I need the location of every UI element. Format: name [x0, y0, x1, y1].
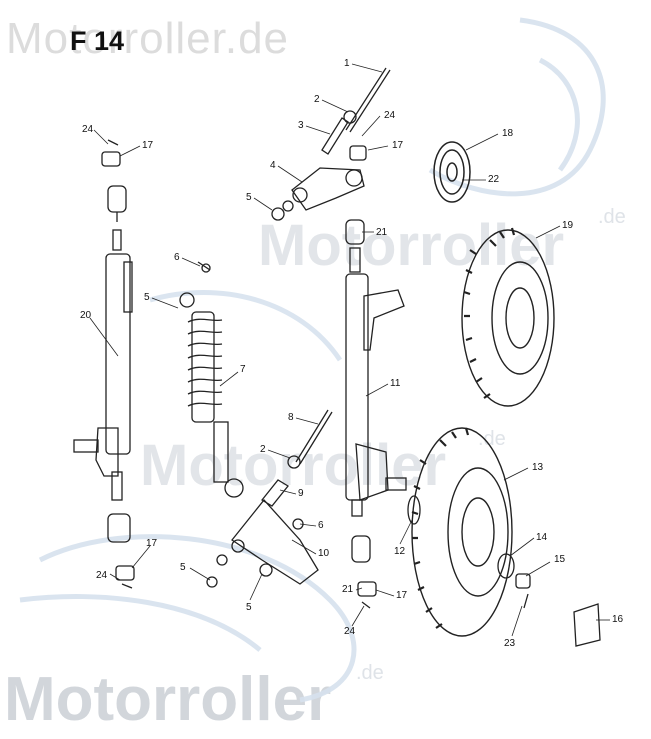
small-hardware: [101, 139, 601, 647]
callout-19: 19: [562, 220, 574, 231]
callout-13: 13: [532, 462, 544, 473]
brake-drum-part-18: [433, 141, 471, 203]
callout-6: 6: [174, 252, 180, 263]
callout-6: 6: [318, 520, 324, 531]
callout-labels: 1 2 3 24 17 18 22 4 24 17 5 21 19 6 5 20…: [80, 58, 624, 649]
callout-5: 5: [180, 562, 186, 573]
leader-lines: [89, 63, 610, 637]
callout-23: 23: [504, 638, 516, 649]
watermark-domain-2: .de: [478, 428, 506, 450]
callout-7: 7: [240, 364, 246, 375]
callout-1: 1: [344, 58, 350, 69]
upper-bolt-part-1-3: [321, 67, 391, 155]
callout-2: 2: [314, 94, 320, 105]
lower-arm-part-8-10: [206, 409, 333, 588]
callout-9: 9: [298, 488, 304, 499]
diagram-title: F 14: [70, 26, 125, 56]
watermark-domain-3: .de: [356, 662, 384, 684]
scooter-watermark-logo: [19, 17, 606, 703]
callout-16: 16: [612, 614, 624, 625]
callout-20: 20: [80, 310, 92, 321]
right-strut-part-11: [345, 219, 407, 563]
callout-15: 15: [554, 554, 566, 565]
left-strut-part-20: [73, 185, 133, 543]
wheel-part-13: [411, 427, 513, 637]
shock-absorber-part-7: [179, 261, 244, 498]
callout-5: 5: [144, 292, 150, 303]
callout-24: 24: [96, 570, 108, 581]
watermark-bottom: Motorroller: [4, 665, 332, 734]
callout-17: 17: [146, 538, 158, 549]
watermark-top: Motorroller.de: [6, 14, 290, 63]
callout-10: 10: [318, 548, 330, 559]
callout-17: 17: [142, 140, 154, 151]
callout-5: 5: [246, 602, 252, 613]
watermark-middle-1: Motorroller: [258, 213, 565, 278]
callout-18: 18: [502, 128, 514, 139]
callout-14: 14: [536, 532, 548, 543]
watermark-middle-2: Motorroller: [140, 433, 447, 498]
callout-17: 17: [396, 590, 408, 601]
callout-11: 11: [390, 378, 401, 389]
callout-17: 17: [392, 140, 404, 151]
callout-24: 24: [344, 626, 356, 637]
callout-21: 21: [376, 227, 388, 238]
callout-2: 2: [260, 444, 266, 455]
tire-part-19: [461, 227, 555, 407]
callout-12: 12: [394, 546, 406, 557]
callout-24: 24: [82, 124, 94, 135]
upper-arm-part-4: [271, 167, 365, 221]
callout-21: 21: [342, 584, 354, 595]
callout-8: 8: [288, 412, 294, 423]
callout-3: 3: [298, 120, 304, 131]
callout-24: 24: [384, 110, 396, 121]
callout-4: 4: [270, 160, 276, 171]
callout-5: 5: [246, 192, 252, 203]
callout-22: 22: [488, 174, 500, 185]
watermark-domain-1: .de: [598, 206, 626, 228]
